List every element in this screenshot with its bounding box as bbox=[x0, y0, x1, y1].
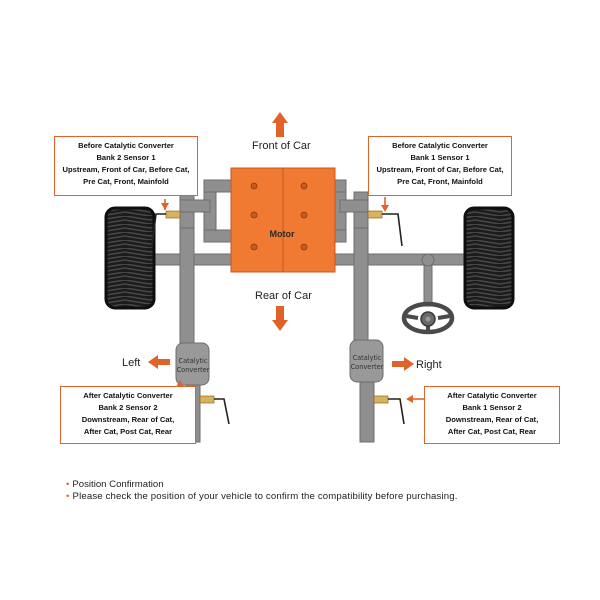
left-catalytic-converter bbox=[175, 342, 210, 386]
bank1-sensor2-info-box: After Catalytic Converter Bank 1 Sensor … bbox=[424, 386, 560, 444]
left-tire bbox=[104, 206, 156, 310]
rear-of-car-label: Rear of Car bbox=[255, 290, 312, 302]
pointer-bank1-sensor1 bbox=[381, 197, 389, 212]
pointer-bank2-sensor1 bbox=[161, 199, 169, 210]
info-line: Pre Cat, Front, Mainfold bbox=[83, 177, 169, 186]
compatibility-note: •Please check the position of your vehic… bbox=[66, 491, 458, 502]
right-exhaust-pipe bbox=[353, 227, 375, 443]
info-line: After Catalytic Converter bbox=[83, 391, 173, 400]
bank1-sensor1-icon bbox=[367, 210, 403, 247]
right-label: Right bbox=[416, 359, 442, 371]
left-label: Left bbox=[122, 357, 141, 369]
bullet-icon: • bbox=[66, 479, 70, 490]
info-line: Bank 1 Sensor 1 bbox=[410, 153, 470, 162]
info-line: After Cat, Post Cat, Rear bbox=[447, 427, 537, 436]
bank2-sensor2-icon bbox=[199, 395, 230, 425]
bank1-sensor1-info-box: Before Catalytic Converter Bank 1 Sensor… bbox=[368, 136, 512, 196]
right-converter-label-line1: Catalytic bbox=[352, 354, 381, 362]
pointer-bank1-sensor2 bbox=[406, 395, 424, 403]
note-text: Please check the position of your vehicl… bbox=[72, 491, 458, 502]
rear-arrow-icon bbox=[272, 306, 288, 331]
info-line: Downstream, Rear of Cat, bbox=[81, 415, 175, 424]
right-arrow-icon bbox=[392, 357, 414, 371]
info-line: Downstream, Rear of Cat, bbox=[445, 415, 539, 424]
right-catalytic-converter bbox=[349, 339, 384, 383]
position-confirmation-note: •Position Confirmation bbox=[66, 479, 164, 490]
info-line: Before Catalytic Converter bbox=[392, 141, 488, 150]
info-line: After Cat, Post Cat, Rear bbox=[83, 427, 173, 436]
bullet-icon: • bbox=[66, 491, 70, 502]
info-line: Upstream, Front of Car, Before Cat, bbox=[376, 165, 504, 174]
steering-column bbox=[421, 253, 435, 307]
motor-block: Motor bbox=[230, 167, 336, 273]
info-line: Before Catalytic Converter bbox=[78, 141, 174, 150]
front-arrow-icon bbox=[272, 112, 288, 137]
info-line: Bank 2 Sensor 2 bbox=[98, 403, 158, 412]
bank2-sensor2-info-box: After Catalytic Converter Bank 2 Sensor … bbox=[60, 386, 196, 444]
left-converter-label-line2: Converter bbox=[177, 366, 210, 374]
info-line: Bank 1 Sensor 2 bbox=[462, 403, 522, 412]
info-line: Upstream, Front of Car, Before Cat, bbox=[62, 165, 190, 174]
left-converter-label-line1: Catalytic bbox=[178, 357, 207, 365]
right-converter-label-line2: Converter bbox=[351, 363, 384, 371]
steering-wheel-icon bbox=[401, 301, 455, 335]
left-arrow-icon bbox=[148, 355, 170, 369]
front-of-car-label: Front of Car bbox=[252, 140, 311, 152]
bank2-sensor1-icon bbox=[151, 210, 181, 247]
info-line: After Catalytic Converter bbox=[447, 391, 537, 400]
info-line: Pre Cat, Front, Mainfold bbox=[397, 177, 483, 186]
motor-label: Motor bbox=[270, 229, 295, 239]
info-line: Bank 2 Sensor 1 bbox=[96, 153, 156, 162]
note-text: Position Confirmation bbox=[72, 479, 164, 490]
bank2-sensor1-info-box: Before Catalytic Converter Bank 2 Sensor… bbox=[54, 136, 198, 196]
right-tire bbox=[463, 206, 515, 310]
bank1-sensor2-icon bbox=[373, 395, 405, 425]
